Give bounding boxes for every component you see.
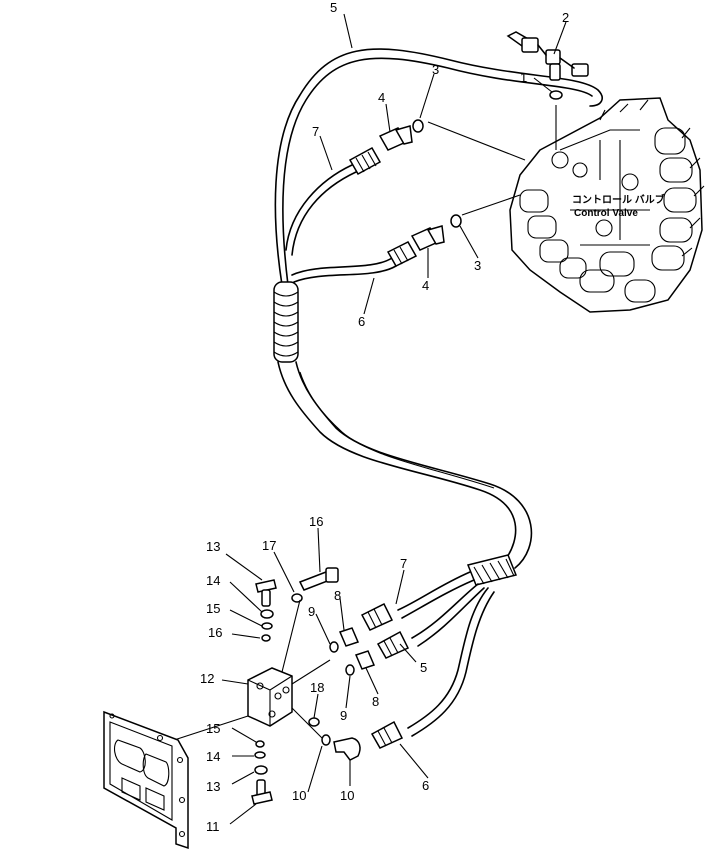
valve-port-line-lower (461, 194, 521, 216)
hose-end-5-lower (376, 630, 410, 659)
callout-15-lower: 14 (206, 749, 220, 764)
callout-8-upper: 8 (334, 588, 341, 603)
washer-14-lower (254, 765, 268, 775)
o-ring-1 (549, 90, 563, 100)
hose-7-lower (397, 571, 471, 611)
hose-6-upper-b (293, 265, 397, 283)
callout-14-lower: 13 (206, 779, 220, 794)
callout-8-lower: 8 (372, 694, 379, 709)
spiral-wrap-upper (273, 281, 299, 363)
callout-4-lower: 4 (422, 278, 429, 293)
adaptor-8-lower (354, 650, 376, 670)
hose-5-upper (274, 48, 603, 286)
callout-5-top: 5 (330, 0, 337, 15)
hose-6-lower-b (411, 591, 495, 737)
callout-4-upper: 4 (378, 90, 385, 105)
elbow-10 (333, 737, 361, 761)
callout-13-lower: 11 (206, 819, 220, 834)
bundle-edge-b (295, 361, 533, 569)
callout-6-upper: 6 (358, 314, 365, 329)
callout-9-lower: 9 (340, 708, 347, 723)
callout-2: 2 (562, 10, 569, 25)
o-ring-9-upper (329, 641, 339, 653)
bolt-18 (298, 567, 339, 591)
callout-10: 10 (340, 788, 354, 803)
callout-3-upper: 3 (432, 62, 439, 77)
o-ring-16-upper (261, 634, 271, 642)
callout-11: 10 (292, 788, 306, 803)
bundle-edge-c (299, 371, 495, 489)
callout-13-upper: 13 (206, 539, 220, 554)
adaptor-4-lower (410, 225, 445, 251)
hose-end-7-upper (348, 146, 382, 176)
callout-9-upper: 9 (308, 604, 315, 619)
callout-7-lower: 7 (400, 556, 407, 571)
valve-label-en: Control Valve (574, 208, 638, 219)
valve-label-jp: コントロール バルブ (572, 193, 665, 206)
o-ring-3-upper (412, 119, 424, 133)
callout-16-upper: 16 (208, 625, 222, 640)
hose-7-lower-b (401, 579, 475, 619)
leader-lines (221, 13, 567, 825)
plug-17 (308, 717, 320, 727)
washer-14-upper (260, 609, 274, 619)
adaptor-4-upper (378, 125, 413, 151)
callout-15-upper: 15 (206, 601, 220, 616)
block-12 (167, 599, 331, 743)
hose-7-upper-b (291, 171, 357, 256)
o-ring-11 (321, 734, 331, 746)
hose-5-lower (411, 583, 479, 639)
hose-6-lower (407, 587, 489, 729)
callout-12: 12 (200, 671, 214, 686)
hose-5-lower-b (417, 587, 485, 647)
fitting-2-tee (506, 31, 589, 81)
callout-7-upper: 7 (312, 124, 319, 139)
hose-end-6-lower (370, 720, 404, 749)
o-ring-9-lower (345, 664, 355, 676)
callout-17: 18 (310, 680, 324, 695)
callout-6-lower: 6 (422, 778, 429, 793)
adaptor-8-upper (338, 627, 360, 647)
callout-14-upper: 14 (206, 573, 220, 588)
hose-5-upper-inner (282, 57, 593, 286)
hose-7-upper (285, 164, 353, 251)
bolt-13-lower (251, 779, 273, 805)
hose-end-7-lower (360, 602, 394, 631)
callout-19: 17 (262, 538, 276, 553)
callout-18: 16 (309, 514, 323, 529)
callout-3-lower: 3 (474, 258, 481, 273)
hose-end-6-upper (386, 241, 418, 267)
mounting-bracket (103, 710, 189, 850)
control-valve: コントロール バルブ Control Valve (427, 97, 705, 313)
bolt-13-upper (255, 579, 277, 607)
o-ring-16-lower (255, 740, 265, 748)
callout-1: 1 (520, 70, 527, 85)
hose-bundle (273, 48, 603, 737)
washer-19 (291, 593, 303, 603)
callout-5-lower: 5 (420, 660, 427, 675)
o-ring-15-upper (261, 622, 273, 630)
o-ring-15-lower (254, 751, 266, 759)
valve-port-line-upper (427, 121, 526, 161)
bundle-edge-a (277, 361, 517, 561)
hose-6-upper (291, 257, 393, 276)
callout-16-lower: 15 (206, 721, 220, 736)
o-ring-3-lower (450, 214, 462, 228)
callout-labels: 5 2 1 3 4 7 3 4 6 16 17 13 14 15 16 12 7… (200, 0, 569, 834)
spiral-wrap-lower (466, 554, 518, 586)
